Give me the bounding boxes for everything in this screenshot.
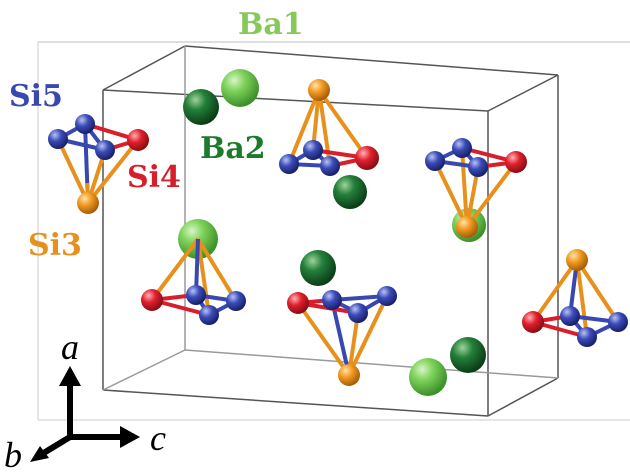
label-si3: Si3 xyxy=(28,228,82,263)
si5-atom xyxy=(452,138,472,158)
si-cluster-top-right xyxy=(425,138,527,242)
si-cluster-lower-center xyxy=(287,286,397,386)
ba2-atom xyxy=(450,337,486,373)
axis-label-c: c xyxy=(150,418,166,458)
si5-atom xyxy=(279,154,299,174)
si5-atom xyxy=(226,291,246,311)
si4-atom xyxy=(141,289,163,311)
ba2-atom xyxy=(300,250,336,286)
si5-atom xyxy=(199,305,219,325)
si4-atom xyxy=(355,146,379,170)
axis-label-b: b xyxy=(4,435,22,475)
si5-atom xyxy=(377,286,397,306)
si5-atom xyxy=(48,129,68,149)
si5-atom xyxy=(320,156,340,176)
si5-atom xyxy=(95,140,115,160)
si3-atom xyxy=(566,249,588,271)
si5-atom xyxy=(608,312,628,332)
si4-atom xyxy=(505,151,527,173)
si5-atom xyxy=(468,157,488,177)
si5-atom xyxy=(303,140,323,160)
si-cluster-top-center xyxy=(279,79,379,176)
si5-atom xyxy=(186,285,206,305)
si5-atom xyxy=(322,290,342,310)
si4-atom xyxy=(287,292,309,314)
ba1-atom xyxy=(409,358,447,396)
unit-cell-box xyxy=(102,45,559,417)
label-si5: Si5 xyxy=(9,79,63,114)
si4-atom xyxy=(522,311,544,333)
si3-atom xyxy=(456,216,478,238)
si5-atom xyxy=(425,151,445,171)
si5-atom xyxy=(348,303,368,323)
si5-atom xyxy=(577,327,597,347)
ba2-atom xyxy=(333,175,367,209)
label-ba1: Ba1 xyxy=(238,7,304,42)
si5-atom xyxy=(75,114,95,134)
axis-arrows xyxy=(30,366,140,462)
si-cluster-lower-left xyxy=(141,219,246,325)
si4-atom xyxy=(127,129,149,151)
si-cluster-left xyxy=(48,114,149,214)
ba1-atom xyxy=(221,69,259,107)
si5-atom xyxy=(560,306,580,326)
si3-atom xyxy=(338,364,360,386)
label-si4: Si4 xyxy=(127,160,181,195)
axis-label-a: a xyxy=(61,327,79,367)
ba2-atom xyxy=(183,89,219,125)
si3-atom xyxy=(77,192,99,214)
si3-atom xyxy=(308,79,330,101)
si-cluster-right xyxy=(522,249,628,347)
label-ba2: Ba2 xyxy=(200,131,266,166)
